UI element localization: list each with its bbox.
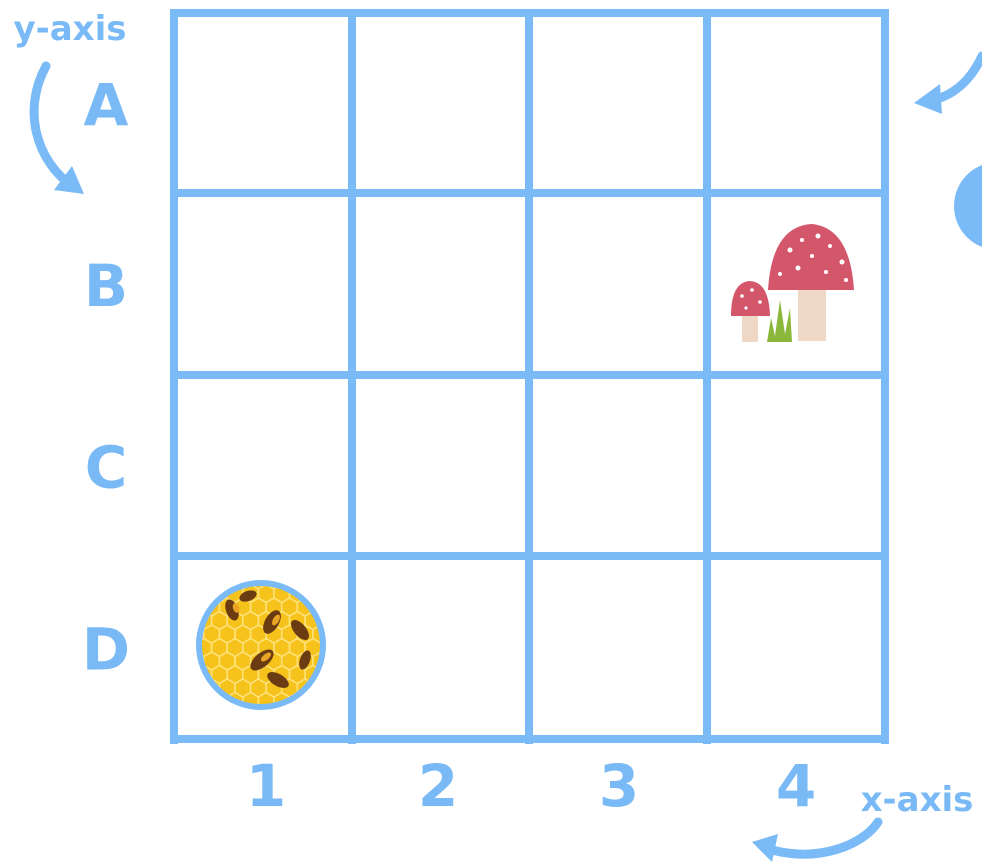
column-label: 3 xyxy=(599,752,639,820)
y-axis-label: y-axis xyxy=(13,9,126,49)
x-axis-arrow-icon xyxy=(752,822,878,862)
column-labels: 1 2 3 4 xyxy=(246,752,816,820)
mushroom-icon xyxy=(731,224,854,342)
row-labels: A B C D xyxy=(82,71,130,684)
row-label: B xyxy=(84,252,128,320)
edge-circle-icon xyxy=(954,162,982,250)
row-label: C xyxy=(85,434,128,502)
column-label: 4 xyxy=(776,752,816,820)
column-label: 1 xyxy=(246,752,286,820)
column-label: 2 xyxy=(418,752,458,820)
x-axis-label: x-axis xyxy=(861,780,974,820)
bee-hive-icon xyxy=(188,571,352,738)
row-label: D xyxy=(82,616,130,684)
row-label: A xyxy=(84,71,129,139)
top-right-arrow-icon xyxy=(914,56,982,114)
y-axis-arrow-icon xyxy=(34,66,84,194)
